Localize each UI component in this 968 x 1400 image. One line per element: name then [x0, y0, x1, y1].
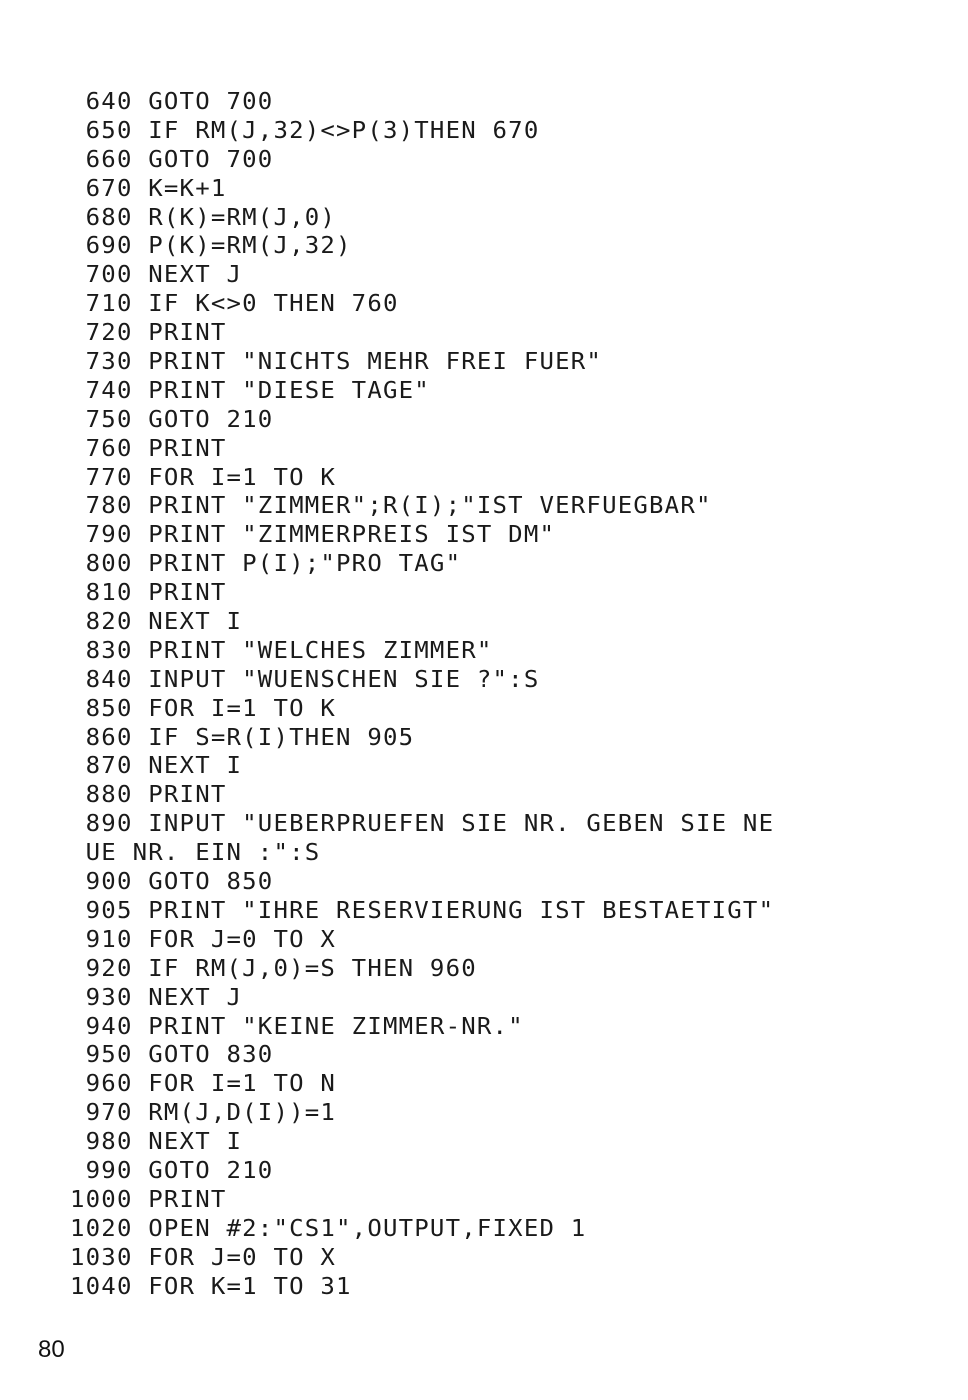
- code-line: 840 INPUT "WUENSCHEN SIE ?":S: [70, 665, 540, 693]
- code-line: 970 RM(J,D(I))=1: [70, 1099, 337, 1127]
- code-line: 720 PRINT: [70, 319, 227, 347]
- code-line: 730 PRINT "NICHTS MEHR FREI FUER": [70, 348, 603, 375]
- code-line: 790 PRINT "ZIMMERPREIS IST DM": [70, 521, 556, 549]
- code-line: 960 FOR I=1 TO N: [70, 1070, 337, 1098]
- code-line: 1040 FOR K=1 TO 31: [70, 1272, 352, 1300]
- code-line: 800 PRINT P(I);"PRO TAG": [70, 550, 462, 578]
- code-line: 920 IF RM(J,0)=S THEN 960: [70, 954, 477, 982]
- code-line: 900 GOTO 850: [70, 868, 274, 895]
- code-line: 710 IF K<>0 THEN 760: [70, 290, 399, 318]
- code-line: 860 IF S=R(I)THEN 905: [70, 723, 415, 751]
- code-line: 1030 FOR J=0 TO X: [70, 1243, 337, 1271]
- code-line: 750 GOTO 210: [70, 405, 274, 433]
- code-line: 890 INPUT "UEBERPRUEFEN SIE NR. GEBEN SI…: [70, 810, 775, 838]
- code-line: 700 NEXT J: [70, 261, 243, 289]
- code-line: 1020 OPEN #2:"CS1",OUTPUT,FIXED 1: [70, 1214, 587, 1242]
- code-line: 680 R(K)=RM(J,0): [70, 203, 337, 231]
- code-line: 910 FOR J=0 TO X: [70, 925, 337, 953]
- code-line: 660 GOTO 700: [70, 145, 274, 173]
- code-line: UE NR. EIN :":S: [70, 839, 321, 867]
- code-line: 1000 PRINT: [70, 1185, 227, 1213]
- code-line: 640 GOTO 700: [70, 88, 274, 115]
- code-line: 980 NEXT I: [70, 1128, 243, 1155]
- code-line: 760 PRINT: [70, 434, 227, 462]
- page-number: 80: [38, 1336, 65, 1363]
- code-line: 820 NEXT I: [70, 608, 243, 635]
- code-line: 690 P(K)=RM(J,32): [70, 232, 352, 260]
- code-line: 940 PRINT "KEINE ZIMMER-NR.": [70, 1012, 524, 1040]
- code-line: 850 FOR I=1 TO K: [70, 694, 337, 722]
- code-line: 990 GOTO 210: [70, 1156, 274, 1184]
- code-line: 810 PRINT: [70, 579, 227, 607]
- code-line: 780 PRINT "ZIMMER";R(I);"IST VERFUEGBAR": [70, 492, 712, 520]
- code-line: 740 PRINT "DIESE TAGE": [70, 376, 430, 404]
- code-line: 770 FOR I=1 TO K: [70, 463, 337, 491]
- basic-code-listing: 640 GOTO 700 650 IF RM(J,32)<>P(3)THEN 6…: [70, 88, 930, 1301]
- code-line: 950 GOTO 830: [70, 1041, 274, 1069]
- code-line: 830 PRINT "WELCHES ZIMMER": [70, 636, 493, 664]
- code-line: 870 NEXT I: [70, 752, 243, 780]
- code-line: 670 K=K+1: [70, 174, 227, 202]
- code-line: 880 PRINT: [70, 781, 227, 809]
- code-line: 650 IF RM(J,32)<>P(3)THEN 670: [70, 116, 540, 144]
- code-line: 905 PRINT "IHRE RESERVIERUNG IST BESTAET…: [70, 896, 775, 924]
- code-line: 930 NEXT J: [70, 983, 243, 1011]
